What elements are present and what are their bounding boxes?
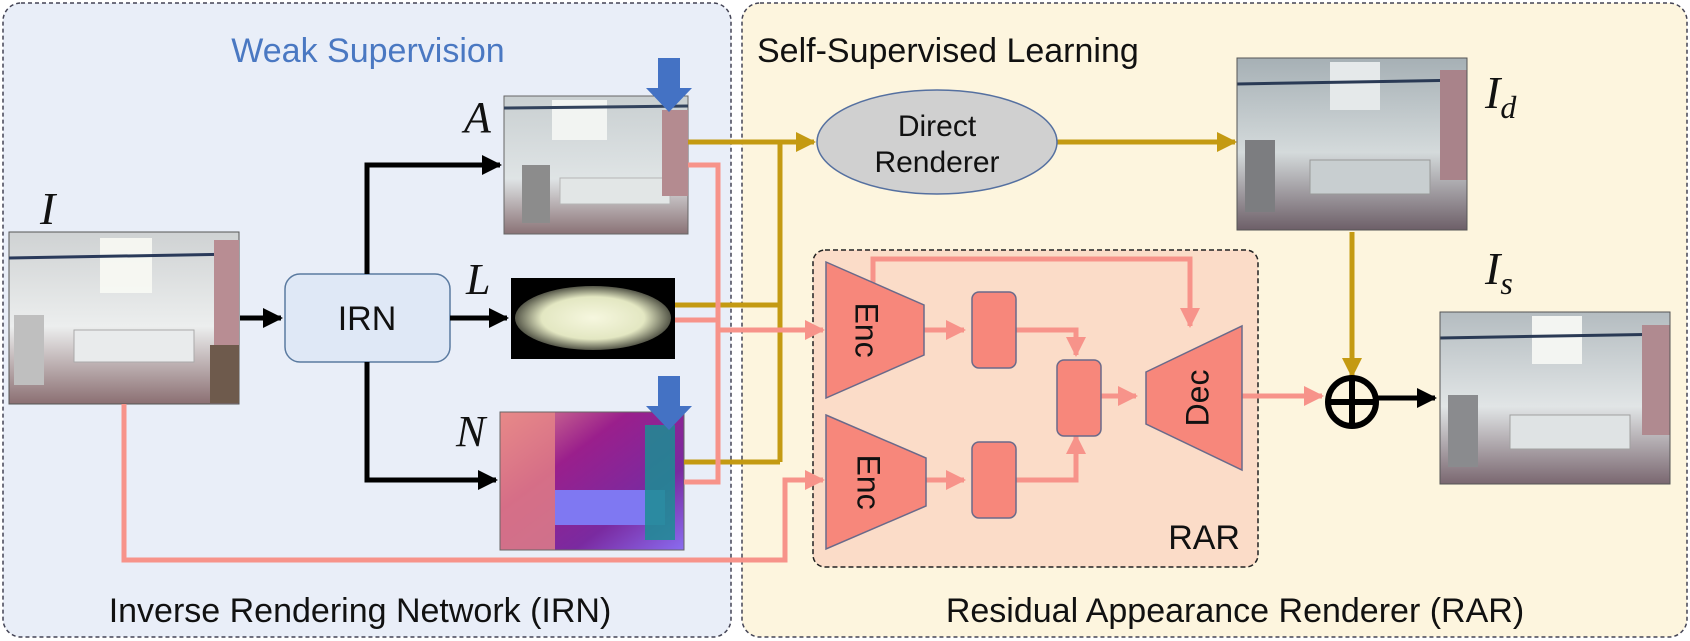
normal-symbol: N: [455, 407, 488, 456]
albedo-symbol: A: [461, 93, 492, 142]
final-render-image: [1439, 311, 1671, 485]
direct-render-symbol: Id: [1484, 67, 1517, 125]
right-panel-footer: Residual Appearance Renderer (RAR): [946, 592, 1524, 630]
decoder-label: Dec: [1179, 370, 1215, 427]
input-symbol: I: [39, 183, 58, 234]
left-panel-header: Weak Supervision: [231, 32, 504, 70]
feature-block-bottom: [971, 441, 1017, 519]
rar-box-label: RAR: [1168, 519, 1240, 557]
encoder-bottom: [825, 413, 927, 551]
direct-renderer-label-line2: Renderer: [874, 146, 999, 179]
encoder-top-label: Enc: [849, 302, 885, 357]
decoder: [1145, 324, 1243, 472]
feature-block-merged: [1056, 359, 1102, 437]
pink-connectors: [121, 162, 1324, 563]
right-panel-header: Self-Supervised Learning: [757, 32, 1139, 70]
sum-node: [1325, 375, 1379, 429]
lighting-image: [511, 278, 675, 359]
lighting-symbol: L: [465, 255, 490, 304]
input-image: [8, 231, 240, 405]
left-panel-footer: Inverse Rendering Network (IRN): [109, 592, 612, 630]
encoder-top: [825, 260, 925, 400]
irn-to-normal-arrow: [364, 362, 498, 490]
gold-connectors: [675, 132, 1362, 465]
normal-image: [499, 411, 685, 551]
irn-to-albedo-arrow: [364, 155, 502, 274]
encoder-bottom-label: Enc: [851, 454, 887, 509]
direct-render-image: [1236, 57, 1468, 231]
albedo-supervision-arrow: [646, 58, 692, 112]
final-render-symbol: Is: [1484, 243, 1513, 301]
direct-renderer: [816, 89, 1058, 195]
irn-label: IRN: [338, 300, 397, 338]
direct-renderer-label-line1: Direct: [898, 110, 977, 143]
feature-block-top: [971, 291, 1017, 369]
albedo-image: [503, 95, 689, 235]
normal-supervision-arrow: [646, 376, 692, 430]
